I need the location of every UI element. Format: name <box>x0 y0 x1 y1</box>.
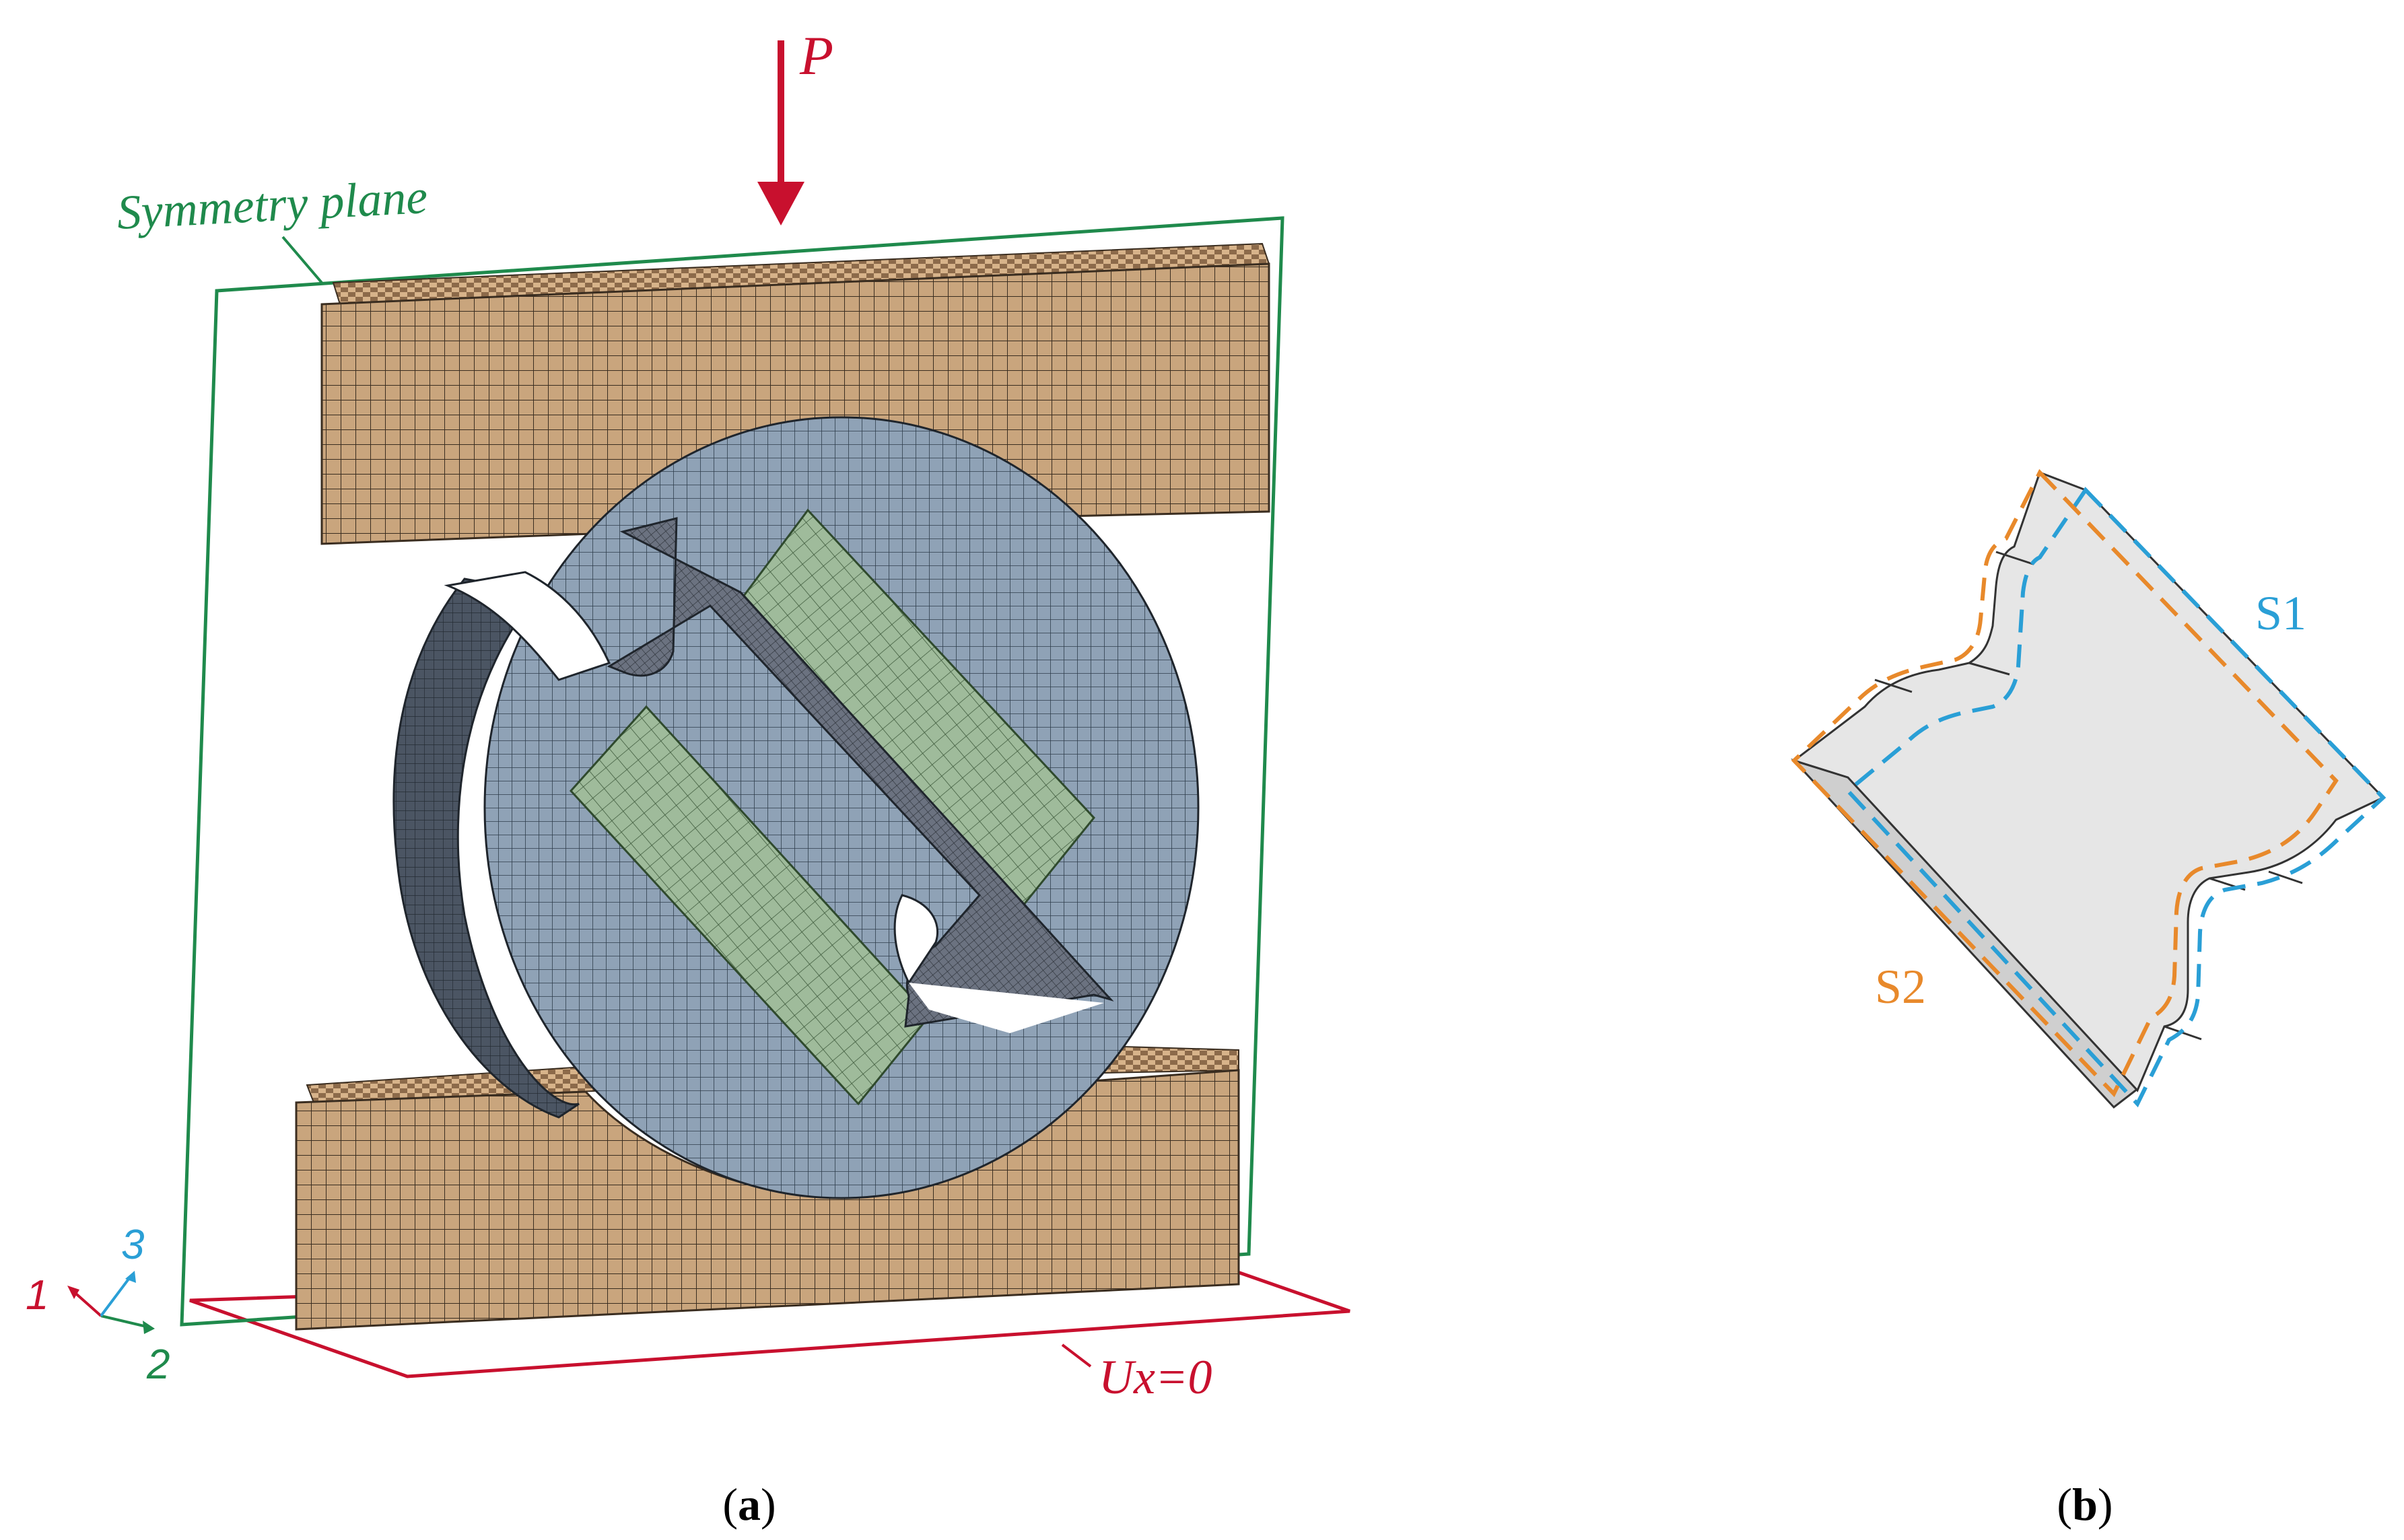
load-label: P <box>799 25 833 86</box>
surface-2-label: S2 <box>1875 960 1926 1014</box>
surface-1-label: S1 <box>2255 586 2306 640</box>
caption-a-open: ( <box>722 1479 738 1530</box>
caption-a: (a) <box>722 1479 776 1530</box>
caption-b-open: ( <box>2057 1479 2072 1530</box>
boundary-label: Ux=0 <box>1099 1350 1212 1404</box>
symmetry-plane-label: Symmetry plane <box>116 170 429 240</box>
contour-s1 <box>1845 487 2386 1108</box>
axis-1-label: 1 <box>26 1272 48 1319</box>
disc-slot <box>607 517 1114 1028</box>
load-arrow <box>757 40 804 225</box>
coordinate-triad <box>67 1271 155 1334</box>
caption-a-close: ) <box>761 1479 776 1530</box>
caption-b-letter: b <box>2072 1479 2098 1530</box>
disc-specimen <box>392 416 1200 1199</box>
caption-b-close: ) <box>2098 1479 2113 1530</box>
caption-a-letter: a <box>738 1479 761 1530</box>
axis-3-label: 3 <box>121 1222 144 1268</box>
boundary-leader <box>1061 1343 1092 1368</box>
panel-a: P Symmetry plane Ux=0 1 2 3 (a) <box>26 25 1350 1530</box>
caption-b: (b) <box>2057 1479 2113 1530</box>
contour-s2 <box>1791 468 2339 1098</box>
symmetry-plane-leader <box>281 236 323 284</box>
panel-b: S1 S2 (b) <box>1791 468 2386 1530</box>
symmetry-plane <box>180 216 1284 1327</box>
axis-2-label: 2 <box>146 1341 170 1388</box>
